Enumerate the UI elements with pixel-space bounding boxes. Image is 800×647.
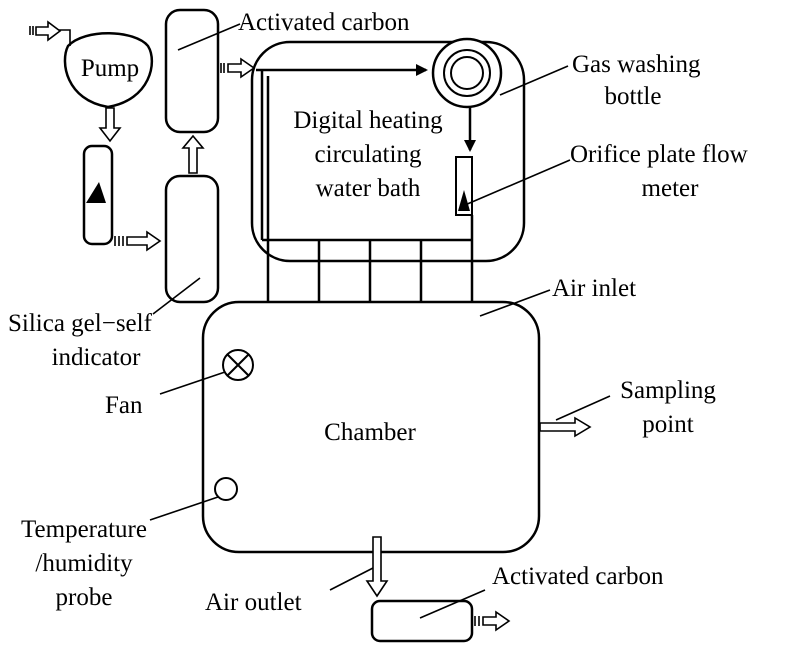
air-outlet-label: Air outlet: [205, 589, 302, 616]
orifice-label-line1: Orifice plate flow: [570, 141, 748, 168]
leader-lines: [149, 23, 611, 619]
water-bath-label-line2: circulating: [315, 141, 422, 168]
orifice-flow-meter: [455, 156, 473, 216]
activated-carbon-bottom-label: Activated carbon: [492, 563, 664, 590]
pump-to-meter-arrow: [98, 107, 122, 143]
gas-washing-bottle: [431, 37, 503, 109]
gas-washing-label-line2: bottle: [605, 83, 662, 110]
water-bath-label-line3: water bath: [316, 175, 421, 202]
silica-label-line2: indicator: [52, 344, 142, 371]
pump: [52, 29, 154, 109]
fan-icon: [222, 349, 254, 381]
activated-carbon-box-bottom: [370, 599, 474, 643]
carbon-exhaust-arrow: [474, 610, 511, 632]
chamber-label: Chamber: [324, 419, 416, 446]
silica-label-line1: Silica gel−self: [8, 310, 153, 337]
gas-washing-label-line1: Gas washing: [572, 51, 701, 78]
sampling-point-arrow: [539, 416, 592, 438]
activated-carbon-tube-top: [164, 8, 220, 134]
sampling-label-line1: Sampling: [620, 377, 716, 404]
fan-label: Fan: [105, 392, 143, 419]
carbon-to-bath-arrow: [220, 57, 256, 79]
orifice-float-icon: [458, 190, 470, 211]
orifice-label-line2: meter: [642, 175, 700, 202]
temp-label-line3: probe: [56, 584, 113, 611]
sampling-label-line2: point: [642, 411, 693, 438]
meter-to-silica-arrow: [114, 230, 162, 252]
air-outlet-arrow: [365, 536, 389, 598]
silica-gel-tube: [164, 174, 220, 304]
pump-inlet-arrow: [29, 20, 62, 42]
chamber: [201, 300, 541, 554]
silica-to-carbon-arrow: [181, 134, 205, 174]
water-bath-label-line1: Digital heating: [293, 107, 443, 134]
temp-label-line2: /humidity: [35, 550, 133, 577]
temperature-humidity-probe: [214, 477, 238, 501]
temp-label-line1: Temperature: [21, 516, 147, 543]
activated-carbon-top-label: Activated carbon: [238, 9, 410, 36]
flow-meter-float-icon: [86, 182, 106, 203]
pump-label: Pump: [81, 55, 139, 82]
air-inlet-label: Air inlet: [552, 275, 636, 302]
